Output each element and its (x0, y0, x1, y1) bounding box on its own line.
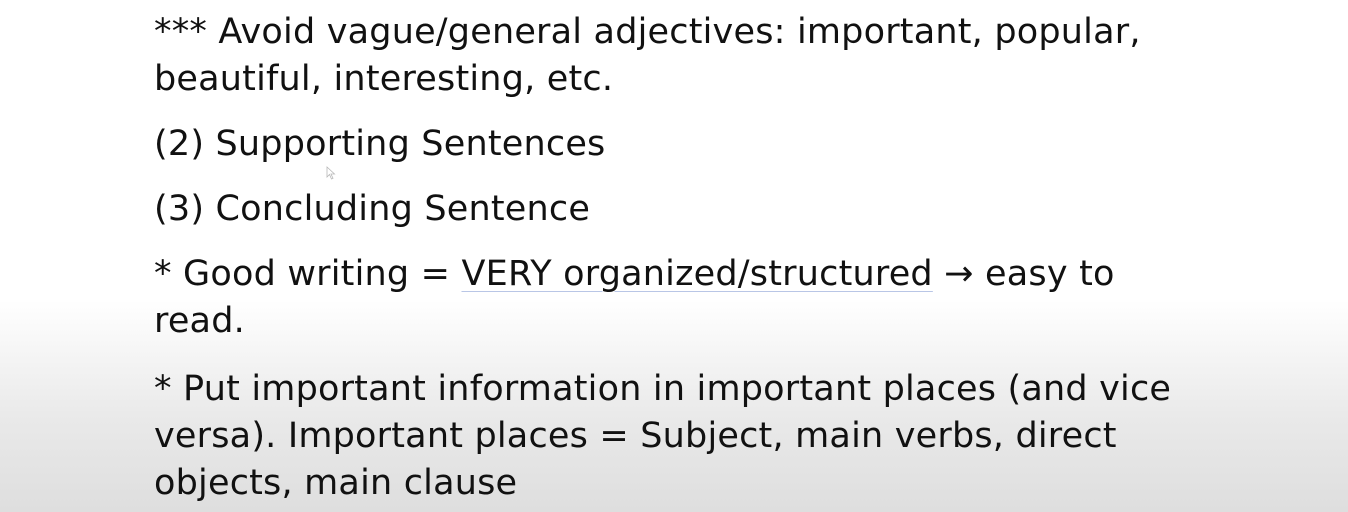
good-writing-prefix: * Good writing = (154, 254, 462, 294)
supporting-sentences-heading: (2) Supporting Sentences (154, 124, 606, 164)
good-writing-note: * Good writing = VERY organized/structur… (154, 251, 1214, 345)
avoid-adjectives-note: *** Avoid vague/general adjectives: impo… (154, 12, 1141, 99)
mouse-pointer-icon (326, 166, 336, 180)
good-writing-suffix: → easy to read. (154, 254, 1115, 341)
good-writing-emphasis: VERY organized/structured (461, 254, 933, 294)
important-places-note: * Put important information in important… (154, 369, 1172, 503)
concluding-sentence-heading: (3) Concluding Sentence (154, 189, 591, 229)
